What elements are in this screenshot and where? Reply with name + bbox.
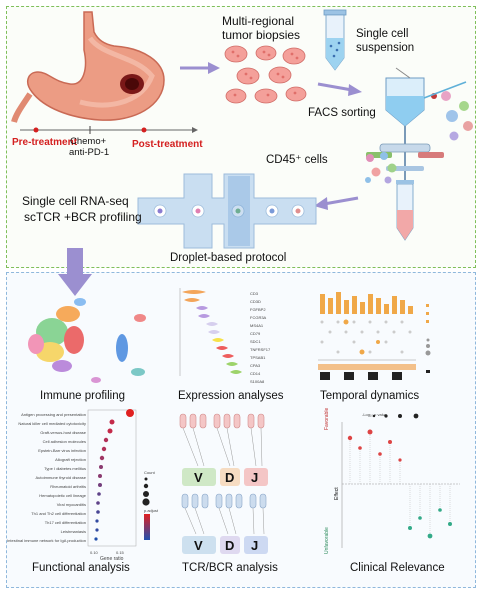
facs-label: FACS sorting	[308, 107, 376, 119]
arrow-to-droplet	[314, 196, 359, 210]
functional-analysis-caption: Functional analysis	[32, 562, 130, 574]
arrow-to-biopsies	[180, 62, 220, 74]
rnaseq-label-line1: Single cell RNA-seq	[22, 194, 129, 208]
gene-label: FGFBP2	[250, 307, 266, 312]
tcr-bcr-analysis-caption: TCR/BCR analysis	[182, 562, 278, 574]
functional-xtick: 0.15	[116, 550, 124, 555]
droplet-protocol-label: Droplet-based protocol	[170, 252, 287, 264]
expression-analyses-caption: Expression analyses	[178, 390, 284, 402]
temporal-dynamics-caption: Temporal dynamics	[320, 390, 420, 402]
pathway-term: Allograft rejection	[55, 457, 86, 462]
suspension-label-line2: suspension	[356, 42, 415, 54]
pathway-term: Intestinal immune network for IgA produc…	[7, 538, 86, 543]
count-legend	[142, 477, 150, 506]
gene-label: TNFRSF17	[250, 347, 271, 352]
pathway-term: Leishmaniasis	[60, 529, 86, 534]
tcr-j-segment: J	[251, 470, 259, 485]
bottom-analysis-panel	[6, 272, 476, 588]
treatment-timeline	[20, 126, 198, 134]
padj-colorbar	[144, 514, 150, 540]
bcr-j-segment: J	[251, 538, 259, 553]
pathway-term: Antigen processing and presentation	[21, 412, 86, 417]
padj-legend-title: p.adjust	[144, 508, 159, 513]
temporal-dynamics-plot	[318, 292, 431, 380]
post-treatment-label: Post-treatment	[132, 139, 203, 150]
functional-dot-plot	[87, 409, 137, 547]
immune-profiling-caption: Immune profiling	[40, 390, 126, 402]
pathway-term: Graft-versus-host disease	[40, 430, 86, 435]
tcr-v-segment: V	[194, 470, 203, 485]
biopsies-label-line1: Multi-regional	[222, 14, 295, 28]
suspension-label-line1: Single cell	[356, 28, 409, 40]
cd45-cells-cluster	[365, 152, 397, 184]
arrow-to-analyses	[58, 248, 92, 296]
tcr-bcr-diagram	[179, 413, 268, 554]
gene-label: FCGR3A	[250, 315, 267, 320]
count-legend-title: Count	[144, 470, 155, 475]
pathway-term: Th17 cell differentiation	[44, 520, 86, 525]
pathway-term: Rheumatoid arthritis	[50, 484, 86, 489]
tcr-d-segment: D	[225, 470, 235, 485]
clinical-relevance-caption: Clinical Relevance	[350, 562, 445, 574]
expression-violin-plot	[179, 288, 242, 376]
pre-treatment-label: Pre-treatment	[12, 137, 78, 148]
arrow-to-facs	[317, 82, 362, 96]
gene-label: MS4A1	[250, 323, 264, 328]
droplet-microfluidic-chip	[137, 173, 317, 249]
clinical-lollipop-plot	[341, 413, 460, 548]
gene-label: TPSAB1	[250, 355, 266, 360]
stomach-illustration	[11, 11, 165, 123]
gene-label: CD79	[250, 331, 261, 336]
gene-label: CD3D	[250, 299, 261, 304]
facs-sorter-illustration	[366, 67, 473, 241]
functional-xtick: 0.10	[90, 550, 98, 555]
pathway-term: Cell adhesion molecules	[42, 439, 86, 444]
rnaseq-label-line2: scTCR +BCR profiling	[24, 210, 142, 224]
pathway-term: Epstein-Barr virus infection	[38, 448, 86, 453]
bcr-v-segment: V	[194, 538, 203, 553]
pathway-term: Th1 and Th2 cell differentiation	[31, 511, 86, 516]
single-cell-suspension-tube	[323, 9, 347, 71]
gene-label: CD14	[250, 371, 261, 376]
pathway-term: Hematopoietic cell lineage	[39, 493, 86, 498]
pathway-term: Type I diabetes mellitus	[44, 466, 86, 471]
gene-label: CD3	[250, 291, 259, 296]
chemo-label-line1: Chemo+	[70, 136, 107, 147]
functional-xlabel: Gene ratio	[100, 556, 124, 562]
gene-label: CPA3	[250, 363, 261, 368]
bcr-d-segment: D	[225, 538, 235, 553]
cd45-label: CD45⁺ cells	[266, 154, 328, 166]
pathway-term: Viral myocarditis	[56, 502, 86, 507]
chemo-label-line2: anti-PD-1	[69, 147, 110, 158]
clinical-ylabel: Effect	[334, 487, 340, 500]
tumor-biopsy-pieces	[224, 45, 307, 104]
clinical-legend-title: -Log₁₀ p value	[362, 412, 388, 417]
gene-label: S100A8	[250, 379, 265, 384]
gene-label: SDC1	[250, 339, 261, 344]
pathway-term: Autoimmune thyroid disease	[35, 475, 86, 480]
favorable-label: Favorable	[324, 407, 330, 430]
biopsies-label-line2: tumor biopsies	[222, 28, 301, 42]
umap-plot	[28, 298, 146, 383]
pathway-term: Natural killer cell mediated cytotoxicit…	[18, 421, 86, 426]
unfavorable-label: Unfavorable	[324, 527, 330, 554]
